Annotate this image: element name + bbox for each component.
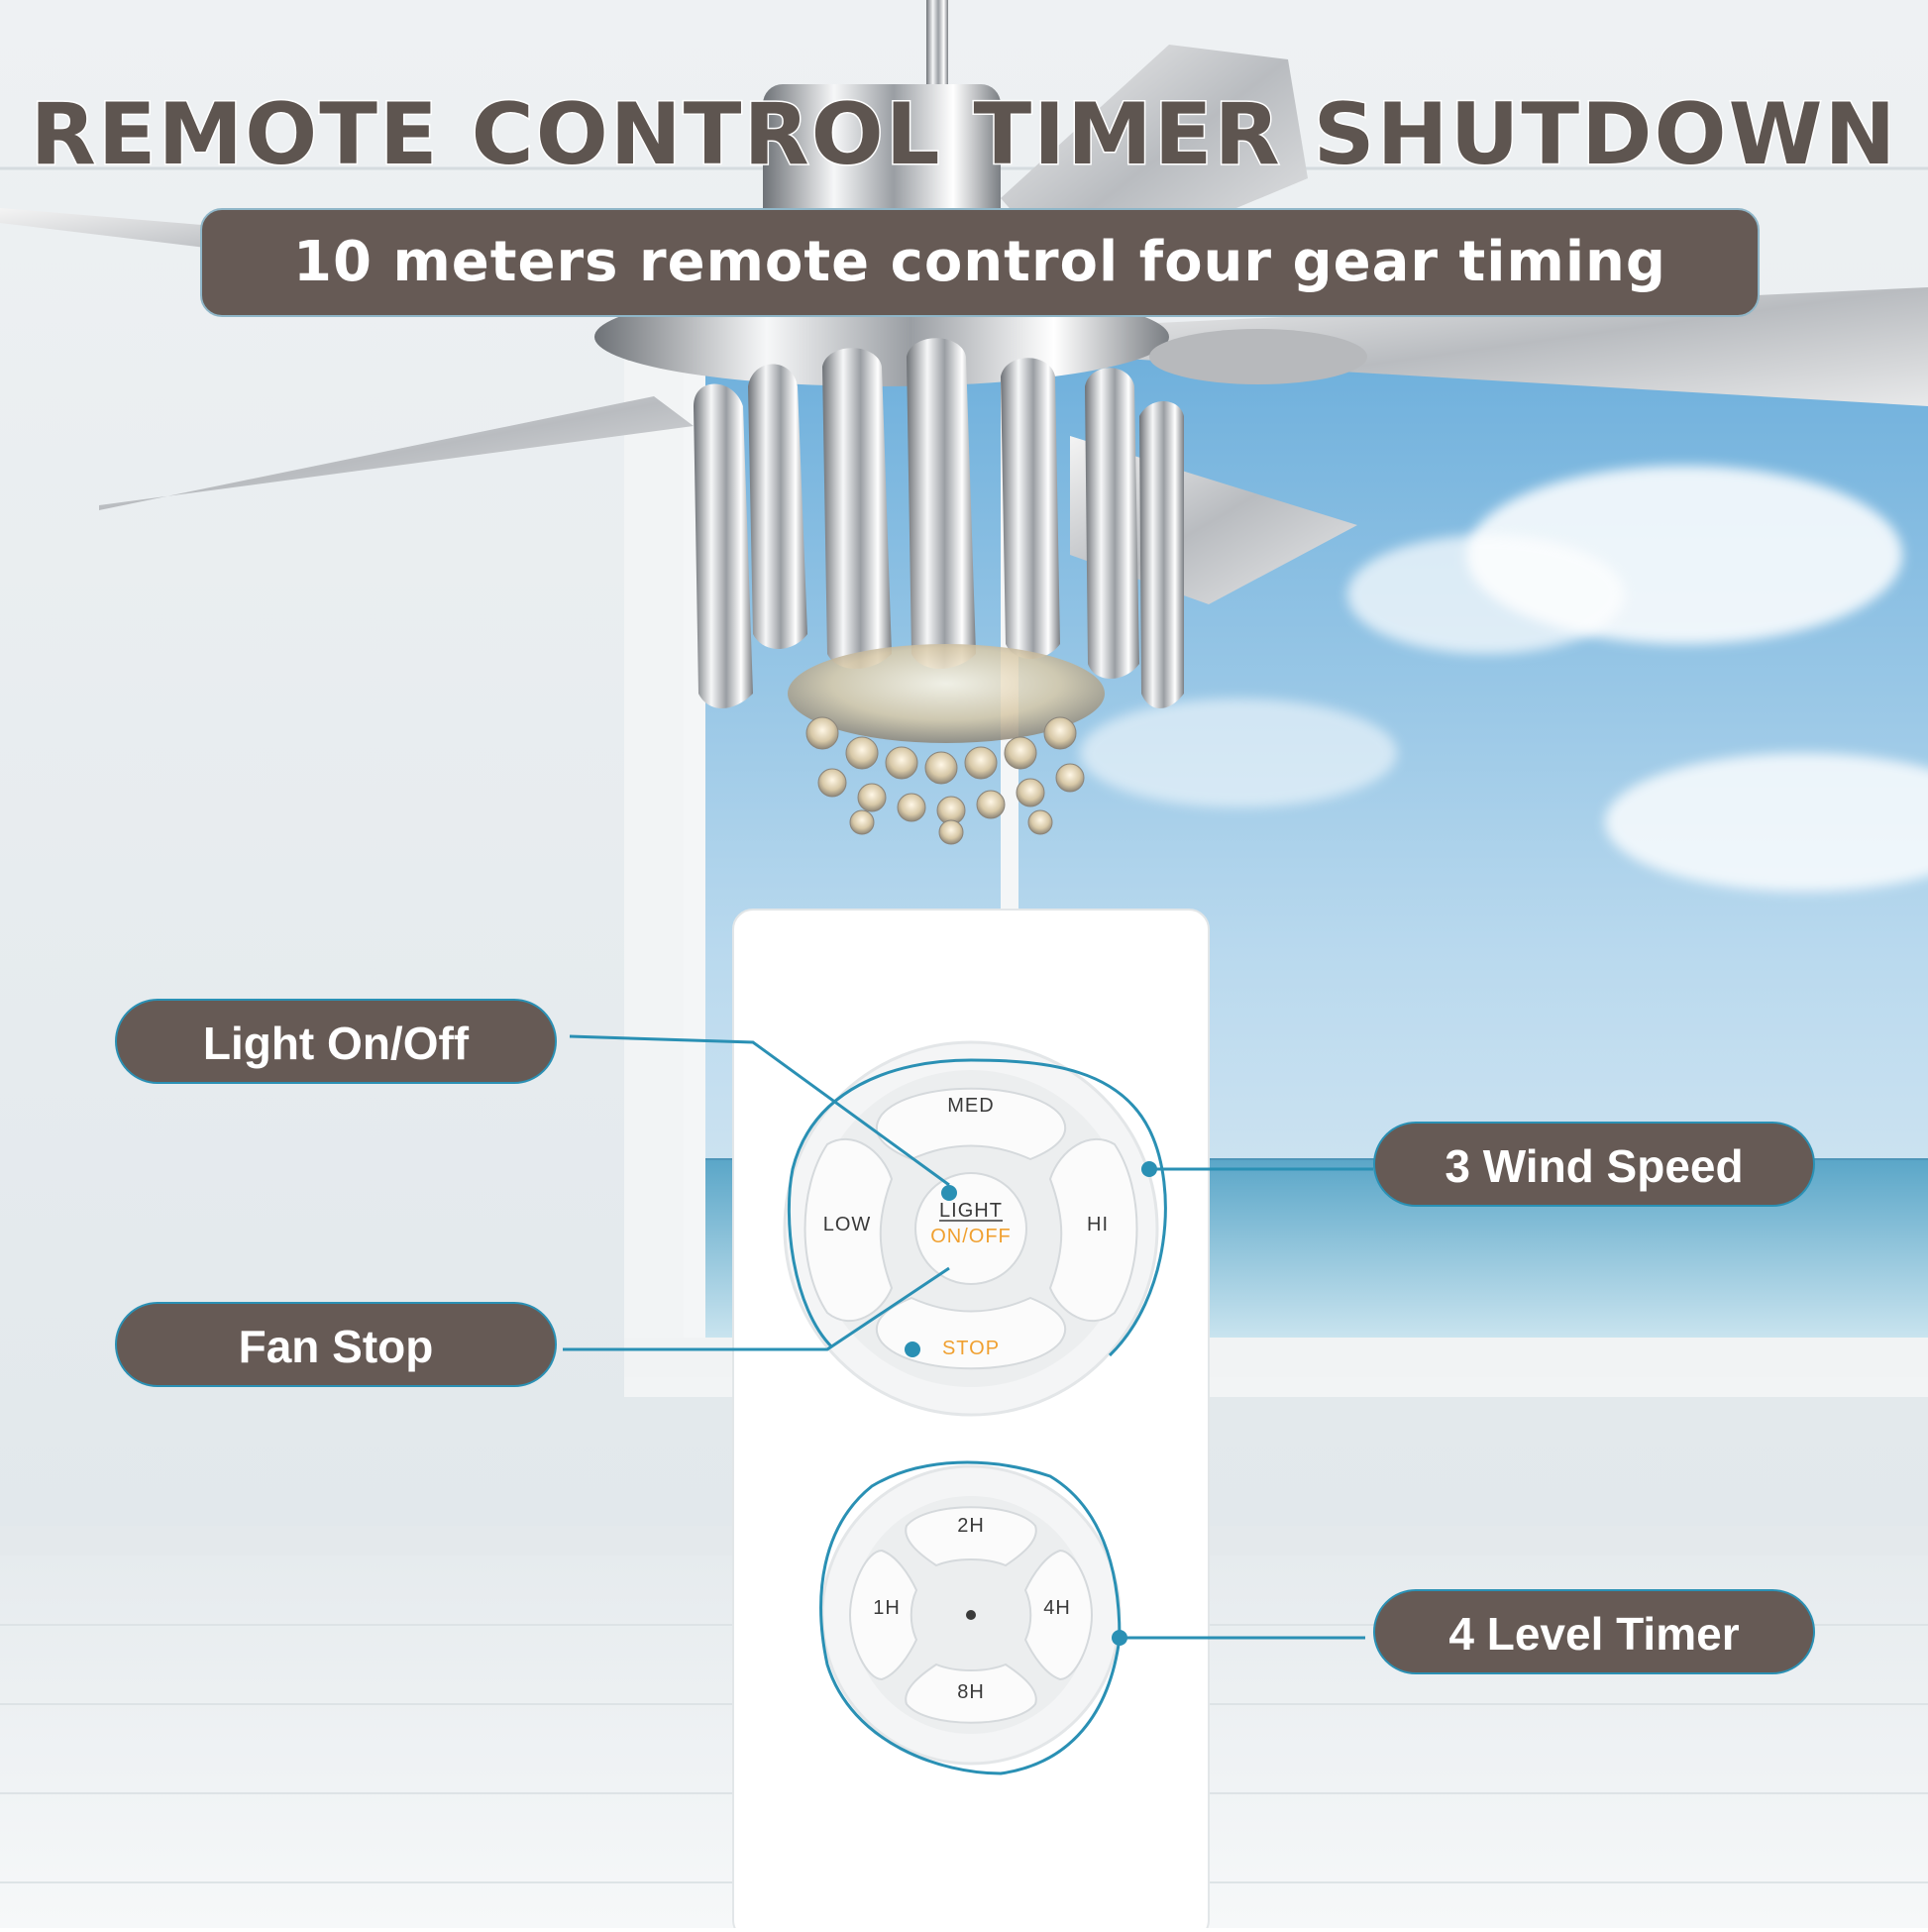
callout-timer: 4 Level Timer	[1373, 1589, 1815, 1674]
light-onoff-button[interactable]	[915, 1173, 1026, 1284]
timer-8h-label: 8H	[957, 1681, 985, 1703]
callout-wind-speed: 3 Wind Speed	[1373, 1122, 1815, 1207]
page-title: REMOTE CONTROL TIMER SHUTDOWN	[29, 84, 1898, 186]
low-button-label: LOW	[823, 1214, 872, 1235]
stop-button-label: STOP	[942, 1338, 1000, 1359]
hi-button[interactable]	[1050, 1139, 1141, 1328]
callout-fan-stop-label: Fan Stop	[238, 1321, 434, 1372]
callout-fan-stop: Fan Stop	[115, 1302, 557, 1387]
callout-light: Light On/Off	[115, 999, 557, 1084]
callout-timer-label: 4 Level Timer	[1448, 1608, 1740, 1660]
timer-1h-label: 1H	[873, 1597, 901, 1619]
med-button[interactable]	[877, 1085, 1065, 1154]
subtitle-text: 10 meters remote control four gear timin…	[293, 230, 1666, 294]
light-button-label-line2: ON/OFF	[930, 1226, 1012, 1247]
timer-1h-button[interactable]	[850, 1551, 916, 1679]
timer-4h-button[interactable]	[1025, 1551, 1092, 1679]
hi-button-label: HI	[1087, 1214, 1109, 1235]
low-button[interactable]	[801, 1139, 892, 1328]
timer-2h-button[interactable]	[907, 1504, 1035, 1565]
med-button-label: MED	[947, 1095, 994, 1117]
timer-8h-button[interactable]	[907, 1664, 1035, 1726]
timer-4h-label: 4H	[1043, 1597, 1071, 1619]
timer-2h-label: 2H	[957, 1515, 985, 1537]
callout-wind-speed-label: 3 Wind Speed	[1445, 1140, 1744, 1192]
light-button-label-line1: LIGHT	[939, 1200, 1003, 1222]
subtitle-banner: 10 meters remote control four gear timin…	[200, 208, 1760, 317]
callout-light-label: Light On/Off	[202, 1018, 470, 1069]
stop-button[interactable]	[877, 1303, 1065, 1372]
